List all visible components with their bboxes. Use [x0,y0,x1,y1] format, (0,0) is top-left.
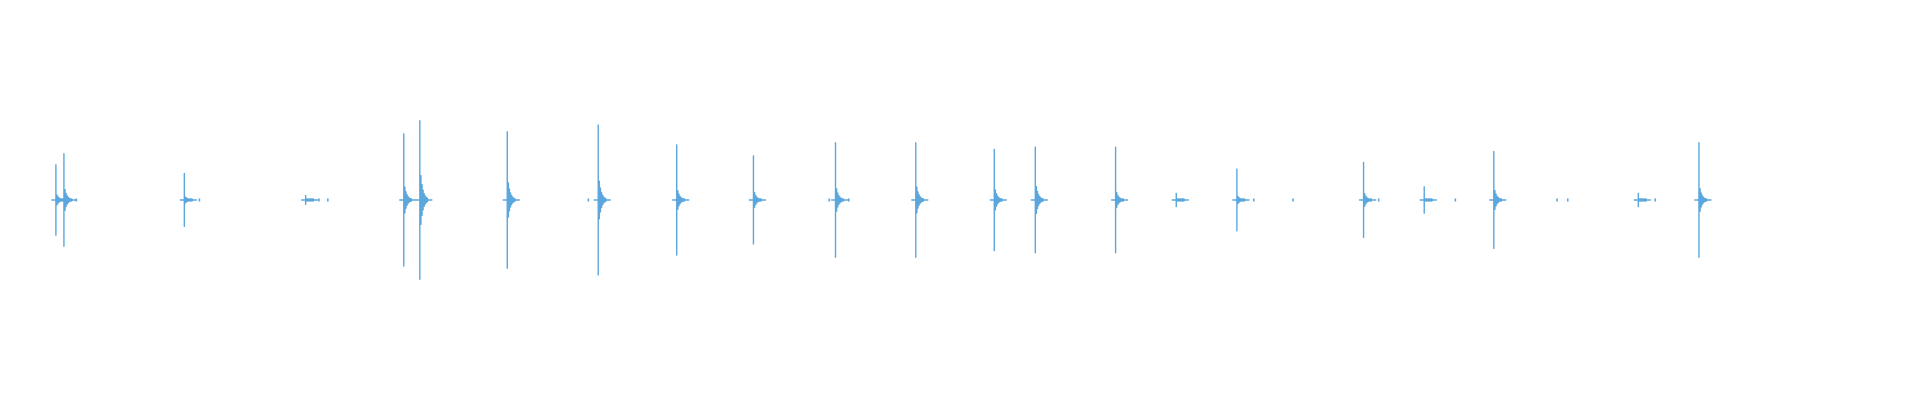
waveform-peak [1232,168,1250,232]
waveform-speck [587,198,590,202]
waveform-peak [1171,192,1189,208]
waveform-specks [75,198,1656,202]
waveform-peak [1030,146,1049,254]
waveform-peak [748,155,767,245]
waveform-peak [300,194,319,206]
waveform-speck [1566,198,1569,202]
waveform-speck [1454,198,1457,202]
waveform-peak [502,131,520,269]
waveform-peak [911,142,929,258]
waveform-speck [1252,198,1255,202]
waveform-speck [847,198,850,202]
waveform-speck [75,198,78,202]
waveform-peaks [51,120,1712,280]
waveform-peak [830,142,849,258]
waveform-speck [327,198,329,202]
waveform-peak [989,148,1007,252]
waveform-speck [198,198,201,202]
waveform-peak [1419,186,1437,214]
waveform-peak [179,172,198,228]
waveform-peak [672,144,690,256]
waveform-peak [1694,142,1712,258]
waveform-peak [1358,161,1377,239]
waveform-peak [1633,192,1652,208]
waveform-speck [1654,198,1656,202]
waveform-speck [1292,198,1294,202]
waveform-peak [415,120,433,280]
waveform-peak [593,124,611,276]
waveform-peak [1110,146,1129,254]
waveform-speck [828,198,830,202]
waveform-speck [1377,198,1380,202]
waveform-speck [318,198,320,202]
waveform-speck [1556,198,1558,202]
waveform-peak [399,133,417,267]
waveform-peak [1489,150,1507,250]
waveform-peak [59,153,77,247]
